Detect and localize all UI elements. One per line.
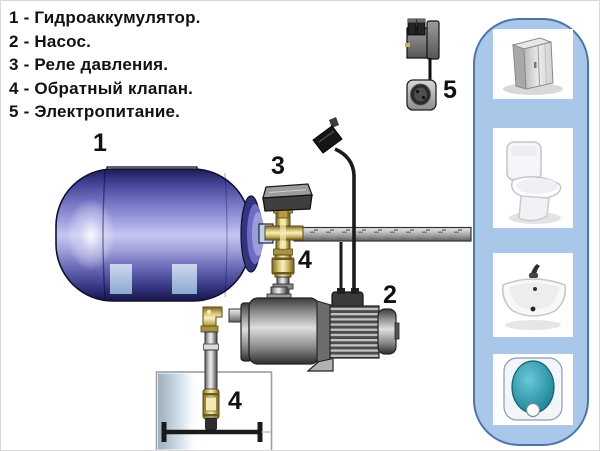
power-plug-icon	[312, 117, 343, 154]
label-pump: 2	[383, 281, 397, 309]
shower-cabin-icon	[503, 37, 563, 95]
fixture-water-heater	[493, 354, 573, 425]
fixture-toilet	[493, 128, 573, 228]
toilet-icon	[506, 141, 562, 224]
supply-pipe	[293, 226, 472, 242]
water-source-container	[155, 371, 273, 450]
pump	[200, 286, 400, 372]
hydroaccumulator-tank	[55, 166, 251, 302]
wall-socket-icon	[406, 79, 437, 111]
check-valve-well	[202, 388, 220, 431]
check-valve-top	[271, 254, 295, 278]
legend-line-tank: 1 - Гидроаккумулятор.	[9, 8, 201, 27]
label-tank: 1	[93, 129, 107, 157]
fixture-washbasin	[493, 253, 573, 337]
legend: 1 - Гидроаккумулятор. 2 - Насос. 3 - Рел…	[9, 6, 201, 124]
power-supply-unit	[405, 18, 440, 111]
label-check-valve-top: 4	[298, 246, 312, 274]
water-heater-icon	[503, 357, 563, 421]
pump-inlet-riser	[272, 276, 294, 302]
tank-flange	[240, 195, 274, 273]
contactor-device-icon	[405, 18, 440, 60]
legend-line-relay: 3 - Реле давления.	[9, 55, 169, 74]
washbasin-icon	[501, 264, 567, 330]
fixture-shower-cabin	[493, 29, 573, 99]
legend-line-check-valve: 4 - Обратный клапан.	[9, 78, 194, 98]
label-check-valve-well: 4	[228, 387, 242, 415]
label-power-supply: 5	[443, 76, 457, 104]
label-pressure-relay: 3	[271, 152, 285, 180]
fixtures-panel	[473, 18, 589, 446]
suction-pipe	[203, 331, 219, 391]
water-level-bar	[161, 422, 271, 442]
legend-line-power: 5 - Электропитание.	[9, 102, 181, 121]
pump-power-cable	[312, 117, 356, 293]
suction-elbow-brass	[200, 306, 223, 333]
pressure-relay	[262, 183, 313, 219]
legend-line-pump: 2 - Насос.	[9, 31, 92, 51]
